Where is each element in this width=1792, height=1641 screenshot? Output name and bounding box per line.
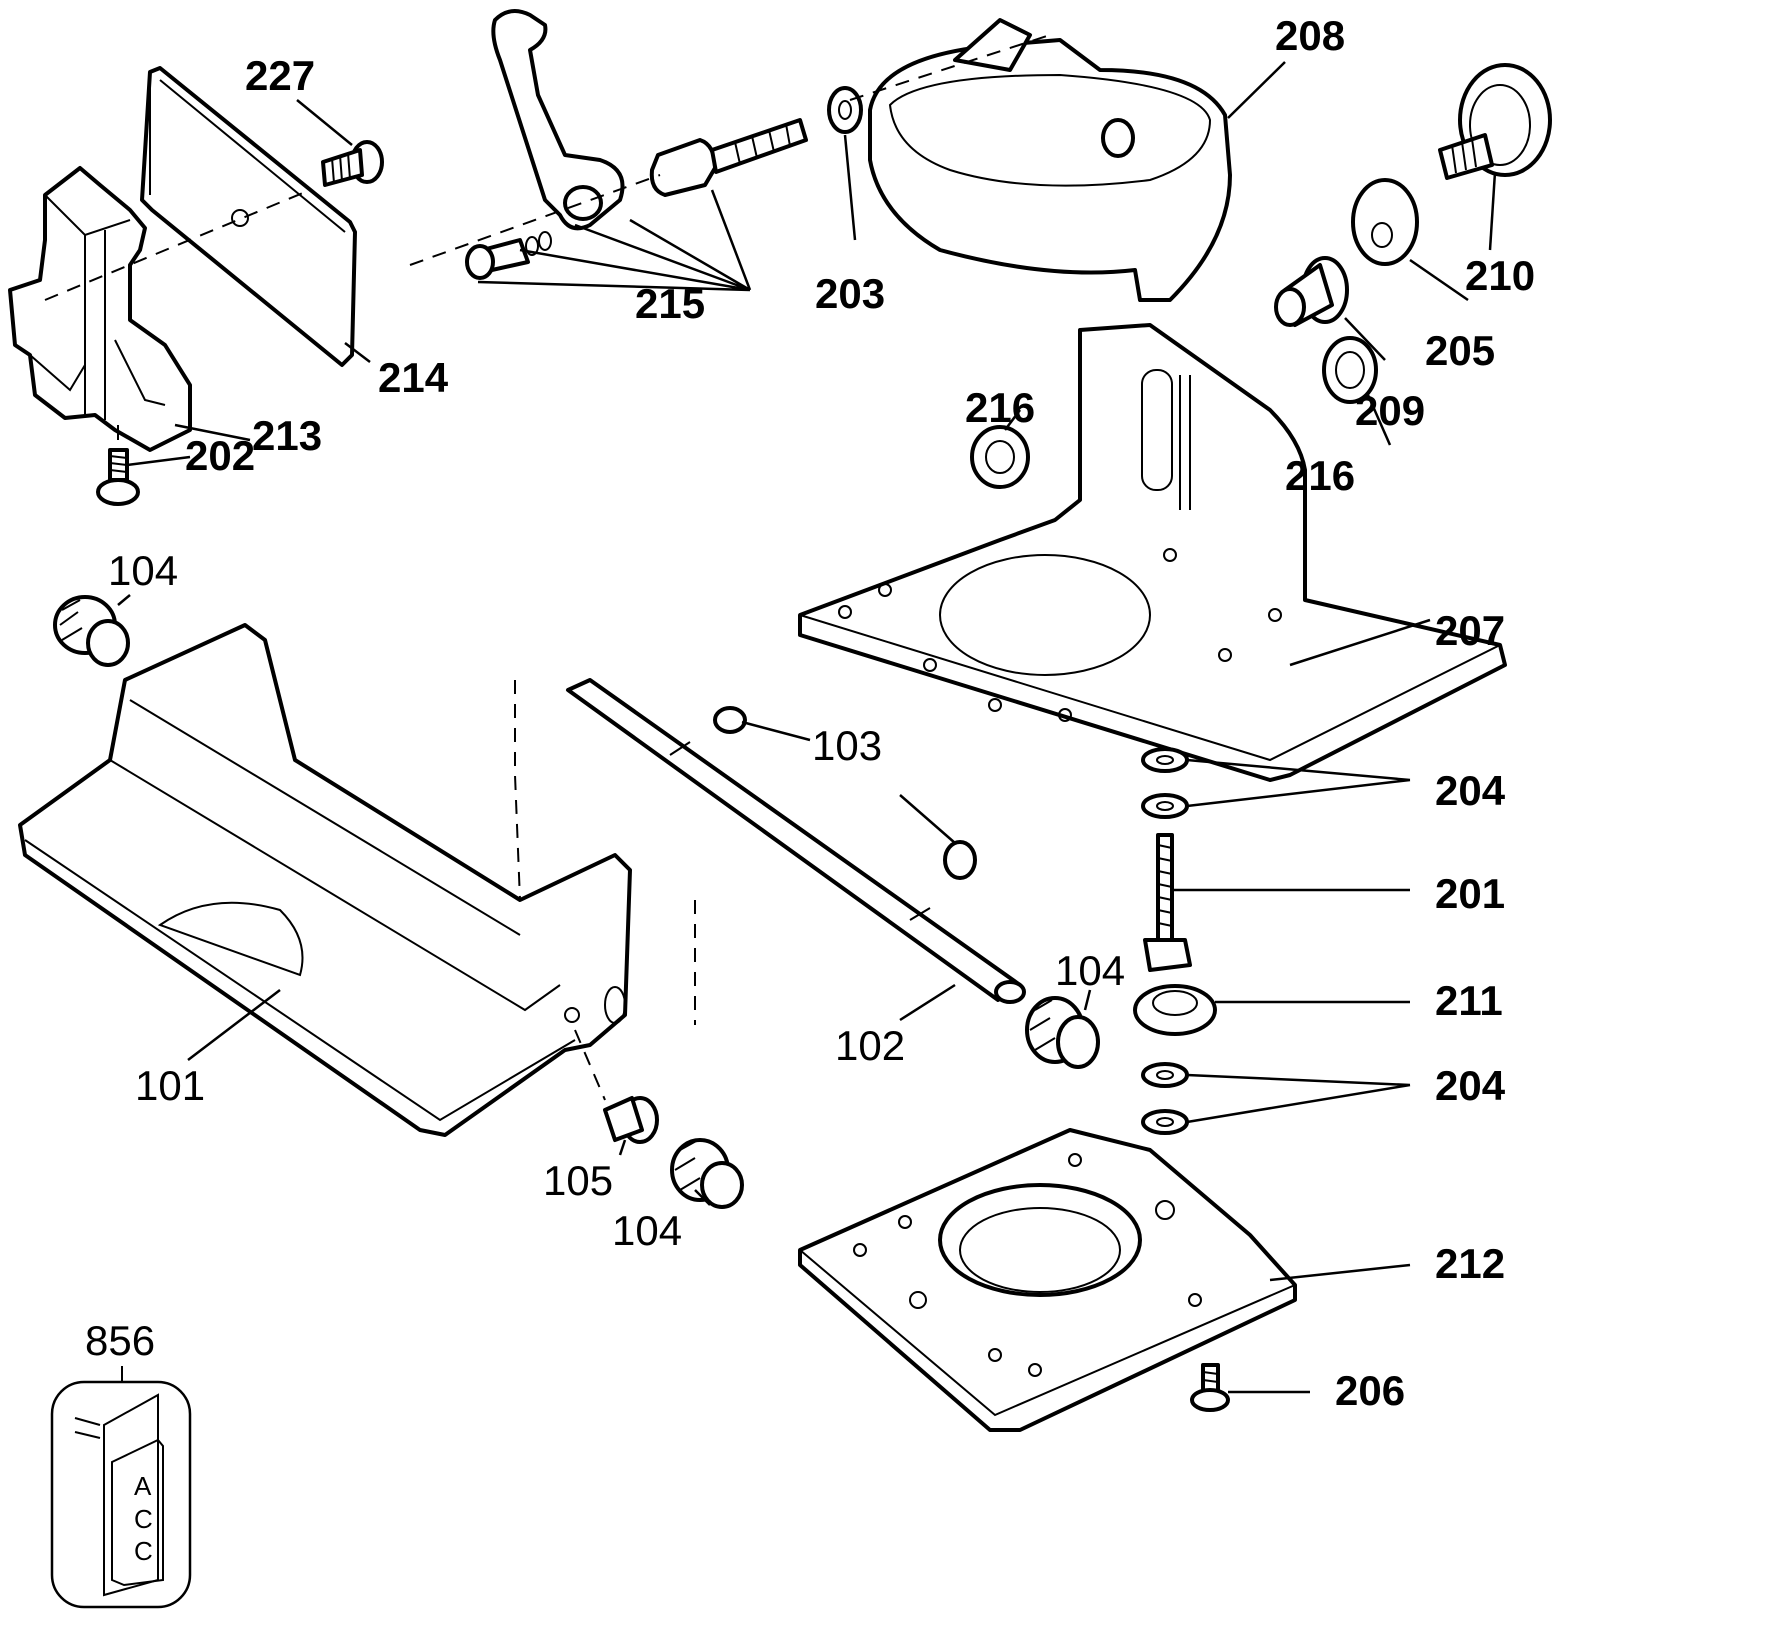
part-207-offset-base bbox=[798, 323, 1507, 782]
label-214: 214 bbox=[378, 354, 449, 401]
assembly-axis-line bbox=[514, 680, 696, 1025]
part-204-washers-upper bbox=[1141, 747, 1189, 819]
part-104-knob-mid bbox=[1025, 996, 1100, 1069]
label-215: 215 bbox=[635, 280, 705, 327]
part-103-ring-upper bbox=[713, 706, 747, 734]
part-216-washer-left bbox=[970, 425, 1030, 489]
part-204-washers-lower bbox=[1141, 1062, 1189, 1135]
part-103-ring-lower bbox=[943, 840, 977, 880]
part-216-washer-right bbox=[1322, 336, 1378, 404]
label-101: 101 bbox=[135, 1062, 205, 1109]
part-209-bushing bbox=[1274, 256, 1349, 327]
part-104-knob-top bbox=[53, 595, 130, 667]
part-202-screw bbox=[96, 425, 140, 506]
label-216-left: 216 bbox=[965, 384, 1035, 431]
part-201-threaded-rod bbox=[1143, 833, 1192, 972]
label-227: 227 bbox=[245, 52, 315, 99]
label-105: 105 bbox=[543, 1157, 613, 1204]
label-213: 213 bbox=[252, 412, 322, 459]
leader-lines bbox=[117, 61, 1497, 1394]
label-216-right: 216 bbox=[1285, 452, 1355, 499]
label-104-bottom: 104 bbox=[612, 1207, 682, 1254]
label-102: 102 bbox=[835, 1022, 905, 1069]
label-104-top: 104 bbox=[108, 547, 178, 594]
label-207: 207 bbox=[1435, 607, 1505, 654]
label-204-upper: 204 bbox=[1435, 767, 1506, 814]
acc-letter: C bbox=[134, 1536, 153, 1566]
label-202: 202 bbox=[185, 432, 255, 479]
acc-letter: A bbox=[134, 1471, 152, 1501]
label-203: 203 bbox=[815, 270, 885, 317]
label-208: 208 bbox=[1275, 12, 1345, 59]
label-201: 201 bbox=[1435, 870, 1505, 917]
part-102-guide-rod bbox=[566, 678, 1026, 1004]
part-215-clamp-lever bbox=[409, 9, 808, 280]
label-856: 856 bbox=[85, 1317, 155, 1364]
label-212: 212 bbox=[1435, 1240, 1505, 1287]
part-212-sub-base bbox=[798, 1128, 1297, 1432]
label-206: 206 bbox=[1335, 1367, 1405, 1414]
label-103: 103 bbox=[812, 722, 882, 769]
part-105-set-screw bbox=[574, 1029, 659, 1144]
part-101-edge-guide-base bbox=[18, 623, 632, 1137]
part-104-knob-bottom bbox=[670, 1138, 744, 1209]
part-856-accessory-label: A C C bbox=[50, 1366, 192, 1609]
part-206-screw bbox=[1190, 1363, 1230, 1412]
part-labels: 227 214 213 202 215 203 208 210 205 209 … bbox=[85, 12, 1535, 1414]
label-205: 205 bbox=[1425, 327, 1495, 374]
label-210: 210 bbox=[1465, 252, 1535, 299]
part-205-washer bbox=[1351, 178, 1419, 266]
part-210-adjustment-knob bbox=[1438, 63, 1552, 180]
part-211-knurled-nut bbox=[1133, 984, 1217, 1036]
label-211: 211 bbox=[1435, 977, 1503, 1024]
part-227-screw bbox=[321, 140, 384, 187]
part-203-washer bbox=[827, 86, 863, 134]
acc-letter: C bbox=[134, 1504, 153, 1534]
label-209: 209 bbox=[1355, 387, 1425, 434]
part-213-guide-bracket bbox=[8, 166, 192, 452]
label-104-mid: 104 bbox=[1055, 947, 1125, 994]
part-208-housing bbox=[849, 18, 1232, 302]
label-204-lower: 204 bbox=[1435, 1062, 1506, 1109]
